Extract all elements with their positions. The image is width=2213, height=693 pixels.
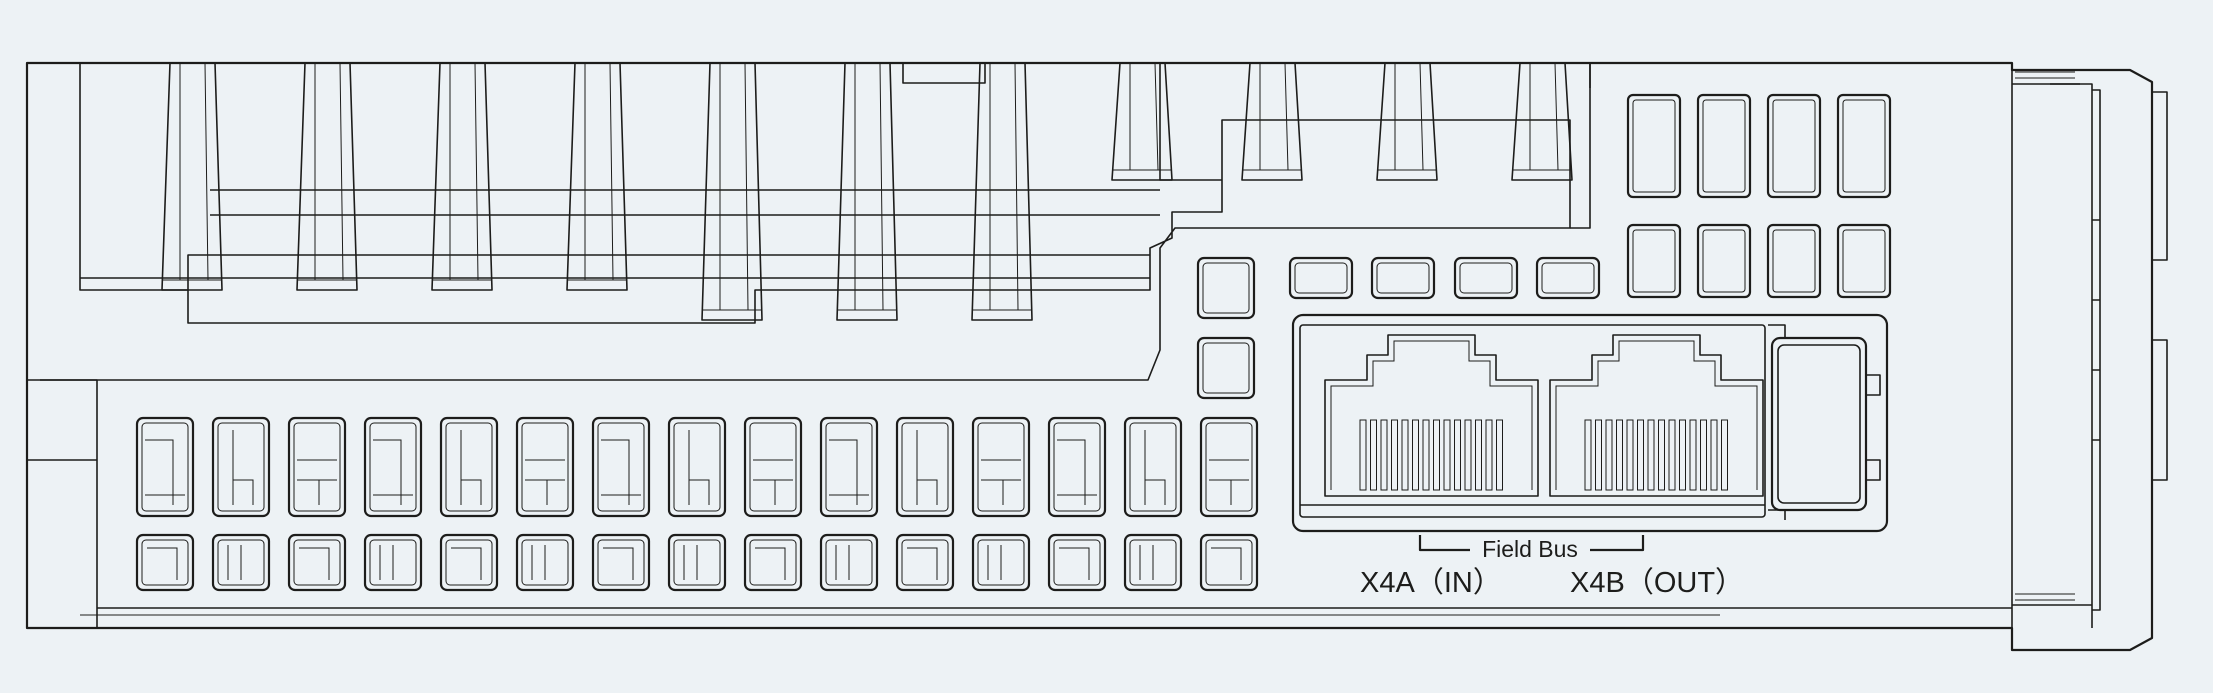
heatsink-fin	[431, 62, 493, 291]
heatsink-fins	[161, 62, 1573, 321]
terminal-cell-upper	[1047, 416, 1107, 518]
heatsink-fin	[161, 62, 223, 291]
housing-outline	[25, 61, 2168, 652]
terminal-cell-lower	[895, 533, 955, 592]
side-status-blocks	[1196, 256, 1256, 400]
x4b-out-port-label: X4B（OUT）	[1570, 567, 1744, 599]
heatsink-fin	[296, 62, 358, 291]
terminal-cell-upper	[743, 416, 803, 518]
terminal-cell-lower	[1047, 533, 1107, 592]
indicator-led	[1288, 256, 1354, 300]
rj45-jack	[1324, 334, 1539, 497]
terminal-cell-upper	[895, 416, 955, 518]
terminal-cell-upper	[1199, 416, 1259, 518]
terminal-cell-lower	[439, 533, 499, 592]
terminal-cell-upper	[971, 416, 1031, 518]
terminal-cell-lower	[743, 533, 803, 592]
terminal-cell-upper	[667, 416, 727, 518]
terminal-cell-upper	[135, 416, 195, 518]
fieldbus-bracket	[1418, 535, 1645, 552]
indicator-led-row	[1288, 256, 1601, 300]
fieldbus-port-panel	[1291, 313, 1889, 533]
terminal-slot	[1696, 223, 1752, 299]
terminal-slot	[1626, 223, 1682, 299]
heatsink-fin	[971, 62, 1033, 321]
terminal-slot	[1766, 93, 1822, 199]
heatsink-fin	[1376, 62, 1438, 181]
indicator-led	[1535, 256, 1601, 300]
terminal-cell-lower	[515, 533, 575, 592]
terminal-cell-lower	[1123, 533, 1183, 592]
terminal-cell-upper	[439, 416, 499, 518]
heatsink-region	[27, 62, 1591, 381]
terminal-cell-lower	[819, 533, 879, 592]
terminal-block-grid	[135, 416, 1259, 592]
field-bus-label: Field Bus	[1482, 536, 1578, 562]
terminal-cell-upper	[515, 416, 575, 518]
terminal-cell-lower	[135, 533, 195, 592]
terminal-cell-lower	[363, 533, 423, 592]
status-block	[1196, 256, 1256, 320]
heatsink-fin	[701, 62, 763, 321]
terminal-cell-lower	[971, 533, 1031, 592]
rj45-jack	[1549, 334, 1764, 497]
terminal-cell-lower	[287, 533, 347, 592]
heatsink-fin	[566, 62, 628, 291]
terminal-cell-lower	[591, 533, 651, 592]
terminal-cell-lower	[211, 533, 271, 592]
terminal-cell-upper	[287, 416, 347, 518]
terminal-slot	[1766, 223, 1822, 299]
terminal-cell-lower	[1199, 533, 1259, 592]
terminal-cell-upper	[1123, 416, 1183, 518]
indicator-led	[1370, 256, 1436, 300]
terminal-cell-upper	[819, 416, 879, 518]
status-block	[1196, 336, 1256, 400]
rj45-ports	[1324, 334, 1764, 497]
heatsink-fin	[836, 62, 898, 321]
terminal-cell-upper	[591, 416, 651, 518]
terminal-cell-upper	[363, 416, 423, 518]
terminal-cell-lower	[667, 533, 727, 592]
heatsink-fin	[1511, 62, 1573, 181]
terminal-slot	[1836, 223, 1892, 299]
terminal-slot	[1696, 93, 1752, 199]
heatsink-fin	[1241, 62, 1303, 181]
terminal-cell-upper	[211, 416, 271, 518]
terminal-grid-upper-right	[1626, 93, 1892, 299]
terminal-slot	[1836, 93, 1892, 199]
terminal-slot	[1626, 93, 1682, 199]
indicator-led	[1453, 256, 1519, 300]
heatsink-fin	[1111, 62, 1173, 181]
x4a-in-port-label: X4A（IN）	[1360, 567, 1502, 599]
